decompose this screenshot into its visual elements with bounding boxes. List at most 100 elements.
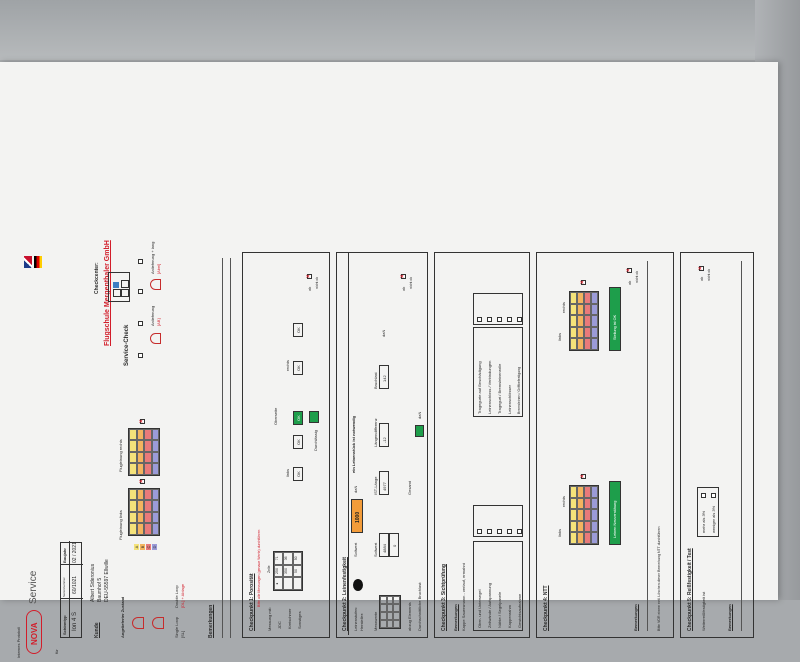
cp2-gesamt: Gesamt	[407, 480, 412, 495]
hersteller-logo-icon	[353, 579, 363, 591]
cp5-options: mehr als 3% weniger als 3%	[697, 487, 719, 537]
cp4-note: Bitte VOR einem evtl. Löschen dieser Bem…	[657, 526, 661, 631]
baujahr-value: 02 / 2021	[72, 542, 78, 563]
device-box	[108, 272, 130, 302]
cp2-nicht-ok: nicht ok	[409, 276, 413, 289]
double-loop-code: [DL] + Ablage	[180, 583, 185, 608]
cp2-durchschnitt: Durchschnittliche Bruchlast:	[417, 581, 422, 631]
cp3-left-list: Ober- und Untersegel Zellwände / Aufspan…	[473, 541, 523, 631]
service-check-checkbox-2[interactable]	[138, 321, 143, 326]
service-check-checkbox-1[interactable]	[138, 353, 143, 358]
cp2-ok-text: ok	[401, 286, 406, 291]
uk-flag-icon	[24, 256, 32, 268]
cp1-rechts-label: rechts	[285, 360, 290, 371]
cp1-ok-rechts-2: OK	[293, 323, 303, 337]
cp2-val3: -12	[379, 423, 389, 447]
service-check-checkbox-3[interactable]	[138, 289, 143, 294]
checkpunkt-1-box: Checkpunkt 1: Porosität Bitte alle Messu…	[242, 252, 330, 638]
cp1-ok-mitte: OK	[293, 435, 303, 449]
kunde-name: Albert Sideronius	[90, 563, 96, 602]
single-loop-icon	[130, 614, 146, 632]
anlieferung-code-b: [Abel]	[156, 263, 161, 274]
cp1-title: Checkpunkt 1: Porosität	[249, 573, 255, 631]
cp3-right-ok-col	[473, 293, 523, 325]
cp4-left-x-checkbox[interactable]	[581, 474, 586, 479]
cp4-nicht-ok: nicht ok	[635, 270, 639, 283]
schirmtyp-value: Ion 4 S	[72, 611, 78, 631]
flugleinung-rechts-label: Flugleinung rechts	[118, 439, 123, 472]
cp5-nicht-ok: nicht ok	[707, 268, 711, 281]
cp1-kretschmer: Kretschmer	[287, 608, 292, 629]
cp5-bemerkungen: Bemerkungen	[727, 604, 732, 631]
cp2-istlaenge: IST-Länge	[373, 476, 378, 495]
protocol-label: Internes Protokoll	[16, 626, 21, 658]
cp2-val5: 0	[389, 533, 399, 557]
cp3-right-list: Tragegurte auf Beschädigung Leinenschlos…	[473, 327, 523, 417]
cp1-ok-text: ok	[307, 286, 312, 291]
service-title: Service	[28, 570, 39, 604]
single-loop-label: Single Loop	[174, 616, 179, 638]
cp1-links-label: links	[285, 468, 290, 477]
cp1-durchlaessig: Durchlässig	[313, 430, 318, 451]
anlieferung-gross-icon	[148, 278, 162, 292]
leinen-table-links	[128, 488, 160, 536]
cp2-val2: 4977	[379, 471, 389, 495]
cp4-grid-left	[569, 485, 599, 545]
cp1-messung: Messung mit:	[267, 607, 272, 631]
double-loop-icon	[150, 614, 166, 632]
cp4-result-checkbox[interactable]	[627, 268, 632, 273]
anlieferung-code-a: [AB]	[156, 318, 161, 326]
cp1-result-checkbox[interactable]	[307, 274, 312, 279]
cp5-weniger-checkbox[interactable]	[711, 493, 716, 498]
leinen-links-x-checkbox[interactable]	[140, 479, 145, 484]
cp2-leinenstufen: Leinenstufen:	[353, 606, 358, 631]
checkpunkt-5-box: Checkpunkt 5: Reißfestigkeit / Test Weit…	[680, 252, 754, 638]
nova-logo: NOVA	[26, 610, 42, 654]
leinen-rechts-x-checkbox[interactable]	[140, 419, 145, 424]
checkcenter-label: Checkcenter:	[94, 262, 100, 294]
cp1-durchlaessig-green	[309, 411, 319, 423]
anlieferung-gross-label: Anlieferung + lang	[150, 241, 155, 274]
cp3-bemerkungen: Bemerkungen	[453, 604, 458, 631]
double-loop-label: Double Loop	[174, 585, 179, 608]
cp4-left-green-button[interactable]: Leinen Neuvernähung	[609, 481, 621, 545]
cp2-laengendifferenz: Längendifferenz	[373, 418, 378, 447]
cp2-sollwert-label-2: Sollwert	[373, 542, 378, 557]
cp1-nicht-ok: nicht ok	[315, 276, 319, 289]
anlieferung-kleine-icon	[148, 332, 162, 346]
cp4-grid-right	[569, 291, 599, 351]
cp4-title: Checkpunkt 4: NTT	[543, 585, 549, 631]
service-check-checkbox-4[interactable]	[138, 259, 143, 264]
cp2-bruchlast: Bruchlast	[373, 372, 378, 389]
cp2-daN-unit-3: daN	[417, 411, 422, 419]
cp2-messwerte: Messwerte	[373, 611, 378, 631]
rotated-document: Internes Protokoll NOVA Service für Schi…	[8, 132, 768, 662]
cp2-result-checkbox[interactable]	[401, 274, 406, 279]
cp4-right-green-button[interactable]: Stellung ist OK	[609, 287, 621, 351]
cp5-title: Checkpunkt 5: Reißfestigkeit / Test	[687, 548, 693, 631]
de-flag-icon	[34, 256, 42, 268]
cp1-note: Bitte alle Messungen (genaue Werte) durc…	[257, 529, 261, 607]
bemerkungen-line-1	[222, 258, 223, 638]
checkpunkt-4-box: Checkpunkt 4: NTT links rechts links rec…	[536, 252, 674, 638]
cp4-bemerkungen: Bemerkungen	[633, 604, 638, 631]
cp2-val1: 4884	[379, 533, 389, 557]
cp5-result-checkbox[interactable]	[699, 266, 704, 271]
kunde-label: Kunde	[94, 622, 100, 638]
checkpunkt-3-box: Checkpunkt 3: Sichtprüfung Bemerkungen K…	[434, 252, 530, 638]
cp5-mehr-checkbox[interactable]	[701, 493, 706, 498]
leinen-table-rechts	[128, 428, 160, 476]
flugleinung-links-label: Flugleinung links	[118, 510, 123, 540]
background-wall	[0, 0, 800, 60]
cp4-right-x-checkbox[interactable]	[581, 280, 586, 285]
cp1-ok-oberseite: OK	[293, 411, 303, 425]
cp4-rechts-1: rechts	[561, 496, 566, 507]
cp5-weiter: Weiterreißfestigkeit ist	[701, 591, 706, 631]
cp4-rechts-2: rechts	[561, 302, 566, 313]
angelieferter-zustand-label: Angelieferter Zustand	[120, 596, 125, 638]
cp1-oberseite-label: Oberseite	[273, 407, 278, 425]
cp4-ok-text: ok	[627, 280, 632, 285]
cp1-sonstiges: Sonstiges	[297, 611, 302, 629]
cp2-hersteller: Hersteller:	[359, 612, 364, 631]
